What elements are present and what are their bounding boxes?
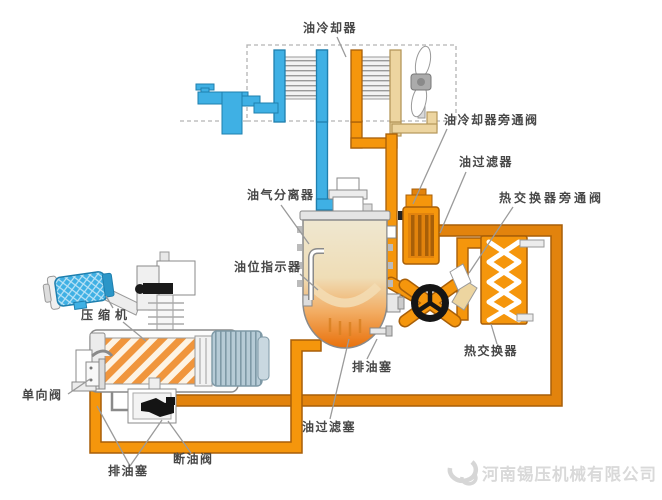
fan-icon bbox=[410, 45, 432, 119]
label-hx-bypass-valve: 热交换器旁通阀 bbox=[499, 191, 605, 205]
label-oil-cooler-bypass-valve: 油冷却器旁通阀 bbox=[444, 113, 539, 127]
label-oil-level-indicator: 油位指示器 bbox=[234, 260, 302, 274]
label-heat-exchanger: 热交换器 bbox=[464, 344, 519, 358]
thermostatic-valve bbox=[398, 278, 462, 328]
cooler-enclosure-dashed-box bbox=[180, 44, 457, 122]
label-oil-cooler: 油冷却器 bbox=[303, 21, 358, 35]
coupling bbox=[194, 335, 213, 387]
intake-valve-assembly bbox=[135, 251, 196, 332]
label-oil-drain-plug-separator: 排油塞 bbox=[352, 360, 393, 374]
watermark-logo-icon bbox=[447, 460, 479, 486]
watermark-company-name: 河南锡压机械有限公司 bbox=[482, 466, 657, 484]
label-oil-cutoff-valve: 断油阀 bbox=[173, 452, 214, 466]
hx-bypass-valve bbox=[449, 263, 478, 311]
compressor-unit bbox=[42, 251, 270, 424]
oil-level-indicator-tube bbox=[302, 248, 324, 307]
label-oil-drain-plug-left: 排油塞 bbox=[108, 464, 149, 478]
air-filter bbox=[42, 271, 115, 311]
label-oil-filter: 油过滤器 bbox=[459, 155, 514, 169]
heat-exchanger bbox=[480, 235, 545, 325]
motor bbox=[211, 330, 270, 387]
separator-drain-plug bbox=[369, 325, 393, 337]
oil-cooler-air-coil bbox=[273, 49, 329, 123]
label-check-valve: 单向阀 bbox=[22, 388, 63, 402]
leader-lines bbox=[67, 36, 514, 467]
oil-cooler-oil-coil bbox=[350, 49, 402, 123]
label-oil-filter-plug: 油过滤塞 bbox=[302, 420, 357, 434]
check-valve bbox=[85, 349, 114, 390]
intake-regulator-valve bbox=[195, 83, 279, 135]
oil-gas-separator bbox=[297, 177, 405, 349]
compressor-rotor bbox=[104, 337, 196, 385]
label-oil-gas-separator: 油气分离器 bbox=[247, 188, 315, 202]
oil-filter bbox=[398, 188, 440, 265]
oil-cutoff-valve bbox=[110, 377, 177, 424]
label-compressor: 压缩机 bbox=[81, 308, 133, 322]
